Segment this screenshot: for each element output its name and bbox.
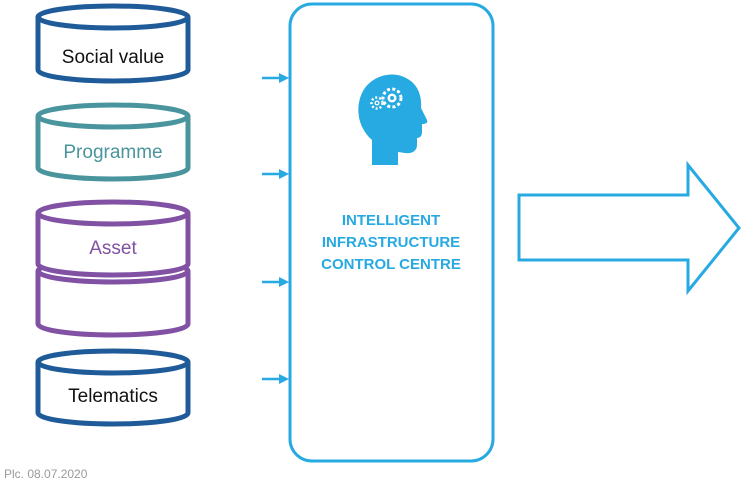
control-centre-label-line-1: INTELLIGENT [342, 212, 440, 229]
cylinder-body-lower [35, 271, 191, 338]
database-label-asset: Asset [89, 238, 137, 259]
input-arrow [262, 73, 289, 83]
input-arrow [262, 169, 289, 179]
control-centre-label-line-3: CONTROL CENTRE [321, 256, 461, 273]
cylinder-top-upper [35, 199, 191, 227]
database-programme: Programme [35, 102, 191, 182]
database-social-value: Social value [35, 3, 191, 84]
database-telematics: Telematics [35, 348, 191, 427]
gear-small [370, 96, 384, 110]
database-label-social-value: Social value [62, 47, 164, 68]
cylinder-body [35, 362, 191, 427]
control-centre-box [288, 2, 495, 463]
input-arrow [262, 277, 289, 287]
input-arrow [262, 374, 289, 384]
cylinder-body-upper [35, 213, 191, 278]
input-arrows [262, 73, 289, 384]
output-arrow [517, 160, 741, 296]
footer-text: Plc. 08.07.2020 [4, 467, 88, 481]
control-centre-label-line-2: INFRASTRUCTURE [322, 234, 460, 251]
database-label-programme: Programme [63, 142, 162, 163]
cylinder-top [35, 102, 191, 130]
gear-large [381, 87, 403, 109]
cylinder-body [35, 17, 191, 84]
cylinder-body [35, 116, 191, 182]
cylinder-top [35, 3, 191, 31]
database-label-telematics: Telematics [68, 386, 158, 407]
head-gears-icon [358, 74, 428, 165]
database-asset: Asset [35, 199, 191, 338]
cylinder-top [35, 348, 191, 376]
